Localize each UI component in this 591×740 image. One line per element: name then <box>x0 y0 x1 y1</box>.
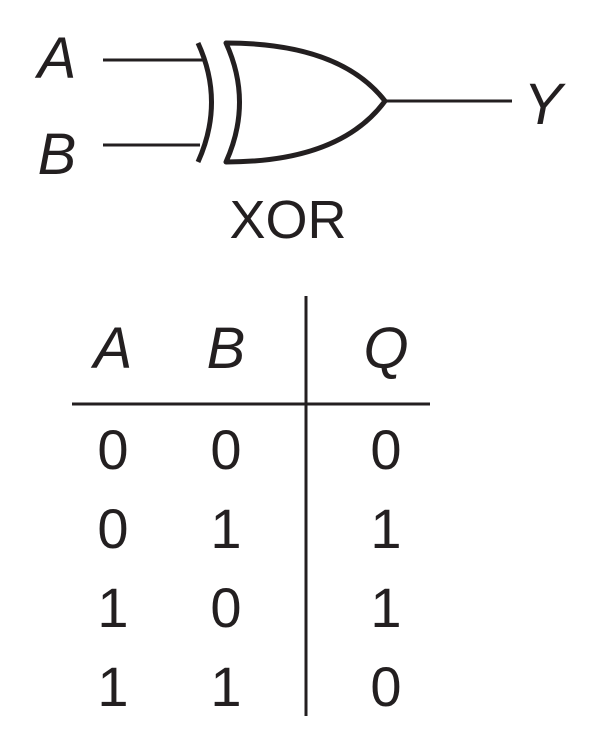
table-cell: 0 <box>370 655 401 718</box>
table-row: 1 1 0 <box>97 655 401 718</box>
table-header-a: A <box>91 316 133 381</box>
table-cell: 0 <box>210 576 241 639</box>
table-cell: 1 <box>210 497 241 560</box>
output-y-label: Y <box>524 72 567 137</box>
table-cell: 0 <box>97 418 128 481</box>
input-b-label: B <box>38 122 77 187</box>
table-cell: 1 <box>370 576 401 639</box>
table-cell: 0 <box>370 418 401 481</box>
input-a-label: A <box>35 26 77 91</box>
gate-name-label: XOR <box>229 190 346 250</box>
table-cell: 1 <box>97 576 128 639</box>
table-header-b: B <box>207 316 246 381</box>
xor-gate-body <box>223 40 388 165</box>
table-cell: 1 <box>370 497 401 560</box>
xor-input-curve <box>195 41 214 164</box>
table-cell: 0 <box>97 497 128 560</box>
table-cell: 1 <box>210 655 241 718</box>
table-cell: 1 <box>97 655 128 718</box>
table-cell: 0 <box>210 418 241 481</box>
table-row: 0 1 1 <box>97 497 401 560</box>
table-row: 0 0 0 <box>97 418 401 481</box>
table-row: 1 0 1 <box>97 576 401 639</box>
table-header-q: Q <box>363 316 408 381</box>
